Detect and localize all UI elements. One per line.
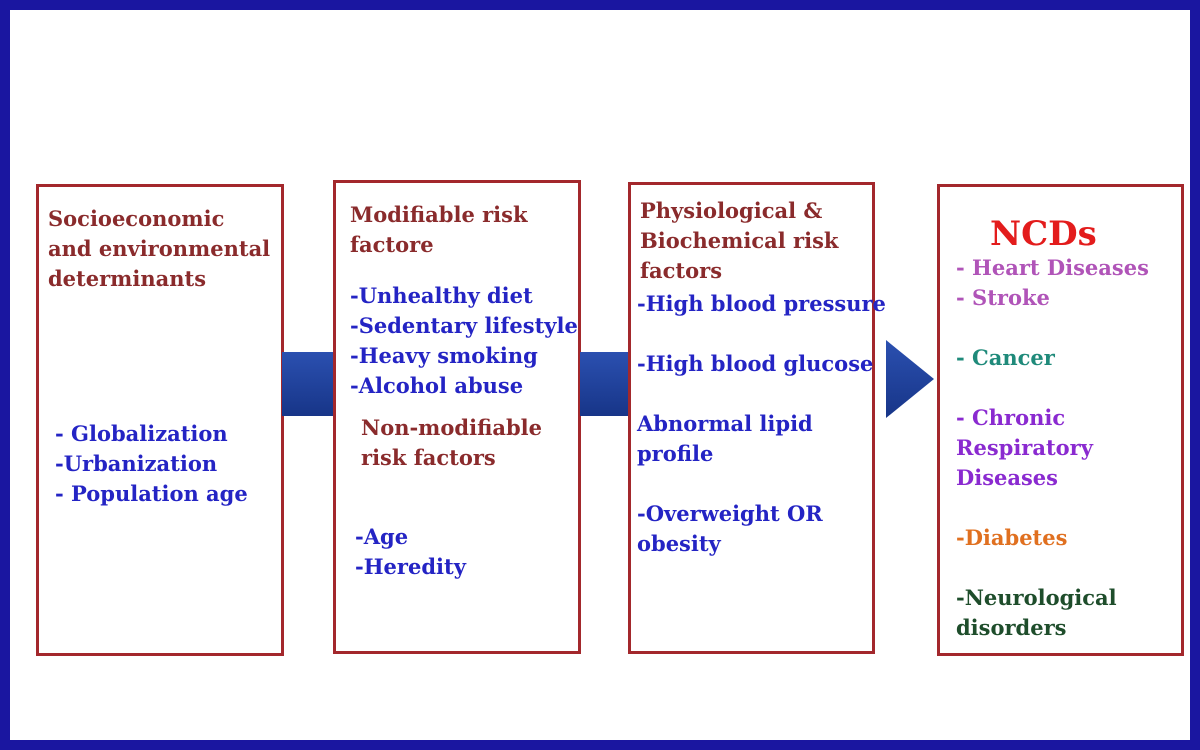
- list-item: - Cancer: [956, 345, 1055, 370]
- list-item: -Urbanization: [55, 451, 218, 476]
- list-gap: [956, 553, 1149, 583]
- list-item: -Heavy smoking: [350, 343, 538, 368]
- box2-subtitle-line: Non-modifiable: [361, 415, 542, 440]
- box2-subtitle-line: risk factors: [361, 445, 496, 470]
- box3-title-line: factors: [640, 258, 723, 283]
- box2-list: -Unhealthy diet -Sedentary lifestyle -He…: [350, 281, 578, 401]
- list-item: - Stroke: [956, 285, 1050, 310]
- list-item: - Globalization: [55, 421, 228, 446]
- connector-bar: [282, 352, 335, 416]
- list-item: Abnormal lipid: [637, 411, 813, 436]
- list-item: -High blood glucose: [637, 351, 874, 376]
- box-modifiable-risk-factors: Modifiable risk factore -Unhealthy diet …: [333, 180, 581, 654]
- box-physiological-risk-factors: Physiological & Biochemical risk factors…: [628, 182, 886, 654]
- list-item: -Sedentary lifestyle: [350, 313, 578, 338]
- list-gap: [637, 379, 886, 409]
- box2-title: Modifiable risk factore: [350, 200, 528, 260]
- list-item: Respiratory: [956, 435, 1093, 460]
- list-item: disorders: [956, 615, 1067, 640]
- list-gap: [637, 319, 886, 349]
- box3-title-line: Physiological &: [640, 198, 823, 223]
- box1-list: - Globalization -Urbanization - Populati…: [55, 419, 248, 509]
- connector-bar: [580, 352, 630, 416]
- list-item: profile: [637, 441, 714, 466]
- list-item: - Chronic: [956, 405, 1066, 430]
- box1-title-line: determinants: [48, 266, 207, 291]
- box3-list: -High blood pressure -High blood glucose…: [637, 289, 886, 559]
- list-item: -Diabetes: [956, 525, 1068, 550]
- list-item: -Neurological: [956, 585, 1117, 610]
- list-item: -High blood pressure: [637, 291, 886, 316]
- box2-list2: -Age -Heredity: [355, 522, 466, 582]
- box2-title-line: factore: [350, 232, 434, 257]
- list-item: -Unhealthy diet: [350, 283, 533, 308]
- list-item: -Heredity: [355, 554, 466, 579]
- box2-subtitle: Non-modifiable risk factors: [361, 413, 542, 473]
- box-socioeconomic-determinants: Socioeconomic and environmental determin…: [36, 184, 284, 656]
- box1-title: Socioeconomic and environmental determin…: [48, 204, 270, 294]
- box1-title-line: Socioeconomic: [48, 206, 225, 231]
- ncds-list: - Heart Diseases - Stroke - Cancer - Chroni…: [956, 253, 1149, 643]
- list-item: Diseases: [956, 465, 1058, 490]
- list-item: -Alcohol abuse: [350, 373, 524, 398]
- ncds-title: NCDs: [990, 214, 1097, 254]
- list-gap: [956, 373, 1149, 403]
- list-item: -Age: [355, 524, 409, 549]
- list-item: -Overweight OR: [637, 501, 823, 526]
- box3-title-line: Biochemical risk: [640, 228, 839, 253]
- box1-title-line: and environmental: [48, 236, 271, 261]
- box-ncds: NCDs - Heart Diseases - Stroke - Cancer - C…: [937, 184, 1184, 656]
- list-item: obesity: [637, 531, 721, 556]
- list-item: - Population age: [55, 481, 248, 506]
- box3-title: Physiological & Biochemical risk factors: [640, 196, 838, 286]
- list-gap: [956, 313, 1149, 343]
- arrow-right-icon: [886, 340, 934, 418]
- list-gap: [637, 469, 886, 499]
- list-gap: [956, 493, 1149, 523]
- list-item: - Heart Diseases: [956, 255, 1149, 280]
- box2-title-line: Modifiable risk: [350, 202, 528, 227]
